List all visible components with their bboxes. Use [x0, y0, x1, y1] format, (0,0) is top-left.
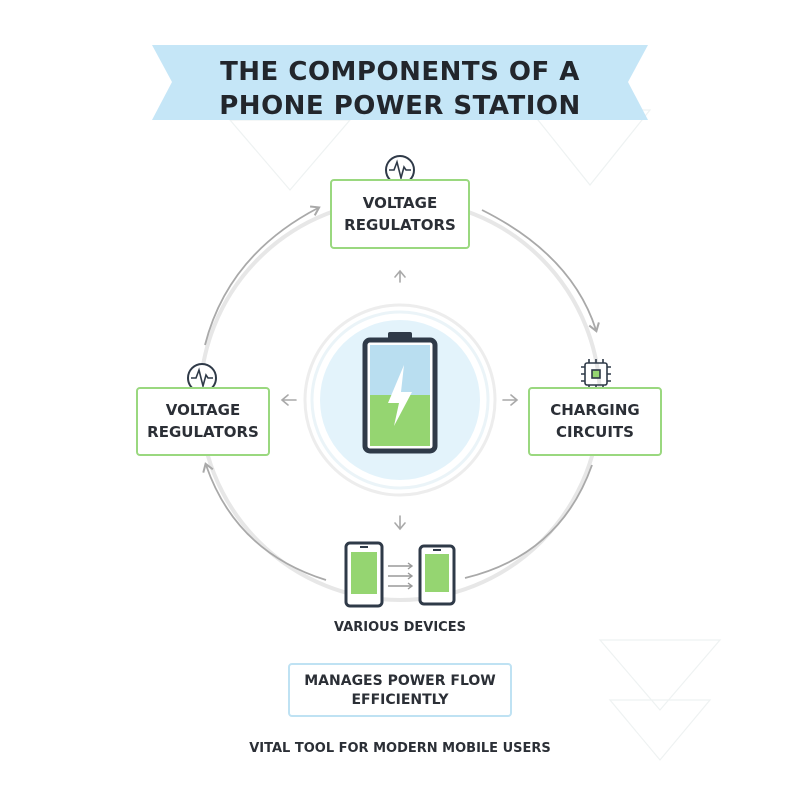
cycle-arrows	[202, 205, 600, 581]
waveform-icon	[385, 155, 415, 185]
arrow-left-to-top	[204, 205, 321, 346]
arrow-bottom-to-left	[202, 462, 327, 581]
chip-icon	[581, 359, 611, 389]
node-top-label: VOLTAGE REGULATORS	[344, 194, 456, 234]
phone-right	[418, 544, 456, 606]
info-box	[288, 663, 512, 717]
arrow-right-to-bottom	[464, 464, 593, 579]
center-arrows	[280, 269, 519, 531]
node-right-box	[528, 387, 662, 456]
node-left-label: VOLTAGE REGULATORS	[147, 401, 259, 441]
node-right-label: CHARGING CIRCUITS	[550, 401, 640, 441]
info-box-text: MANAGES POWER FLOW EFFICIENTLY	[304, 673, 496, 708]
node-top-box	[330, 179, 470, 249]
title-banner	[152, 45, 648, 120]
battery-icon	[362, 332, 438, 454]
arrow-left	[280, 394, 297, 406]
node-bottom-label: VARIOUS DEVICES	[334, 620, 466, 635]
arrow-up	[394, 269, 406, 283]
node-left-box	[136, 387, 270, 456]
footer-tagline: VITAL TOOL FOR MODERN MOBILE USERS	[249, 741, 551, 756]
page-title: THE COMPONENTS OF A PHONE POWER STATION	[219, 57, 581, 121]
transfer-arrows	[388, 562, 414, 590]
arrow-right	[502, 394, 519, 406]
arrow-down	[394, 515, 406, 531]
arrow-top-to-right	[481, 209, 600, 333]
phone-transfer-icon	[344, 541, 456, 608]
phone-left	[344, 541, 384, 608]
